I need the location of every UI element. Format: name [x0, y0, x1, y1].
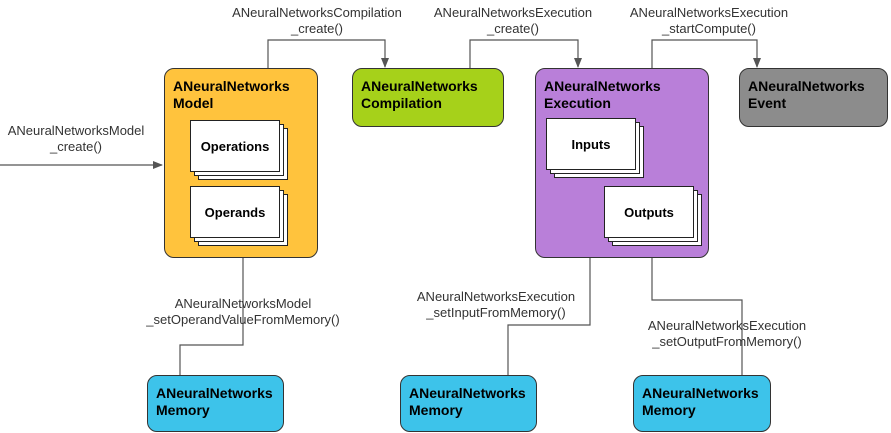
operands-card-front: [190, 186, 280, 238]
label-set-input-line2: _setInputFromMemory(): [426, 305, 566, 320]
label-compilation-create: ANeuralNetworksCompilation _create(): [232, 5, 402, 37]
compilation-box[interactable]: ANeuralNetworks Compilation: [352, 68, 504, 127]
inputs-card-label: Inputs: [571, 136, 611, 152]
label-start-compute-line1: ANeuralNetworksExecution: [629, 5, 789, 20]
memory-box-input-title-line2: Memory: [409, 402, 463, 418]
arrow-compilation-create: [267, 39, 389, 68]
label-set-operand-value-line2: _setOperandValueFromMemory(): [146, 312, 340, 327]
label-execution-create-line2: _create(): [486, 21, 540, 36]
label-set-operand-value-line1: ANeuralNetworksModel: [174, 296, 312, 311]
memory-box-output-title-line2: Memory: [642, 402, 696, 418]
arrow-start-compute: [651, 39, 761, 68]
label-set-output-line2: _setOutputFromMemory(): [652, 334, 802, 349]
label-set-output-line1: ANeuralNetworksExecution: [647, 318, 807, 333]
label-compilation-create-line1: ANeuralNetworksCompilation: [232, 5, 402, 20]
label-compilation-create-line2: _create(): [290, 21, 344, 36]
event-box-title-line2: Event: [748, 95, 787, 111]
operations-card-front: [190, 120, 280, 172]
label-set-output: ANeuralNetworksExecution _setOutputFromM…: [648, 318, 806, 350]
arrow-set-output: [648, 240, 743, 375]
event-box-title-line1: ANeuralNetworks: [748, 78, 865, 94]
compilation-box-title-line2: Compilation: [361, 95, 442, 111]
inputs-card-front: [546, 118, 636, 170]
model-box-title-line2: Model: [173, 95, 214, 111]
label-set-operand-value: ANeuralNetworksModel _setOperandValueFro…: [146, 296, 339, 328]
arrow-set-operand-value: [179, 245, 247, 375]
memory-box-model-title-line2: Memory: [156, 402, 210, 418]
execution-box-title-line2: Execution: [544, 95, 611, 111]
execution-box-title-line1: ANeuralNetworks: [544, 78, 661, 94]
operands-card-stack[interactable]: Operands: [190, 186, 296, 248]
label-set-input-line1: ANeuralNetworksExecution: [416, 289, 576, 304]
label-model-create-line1: ANeuralNetworksModel: [7, 123, 145, 138]
memory-box-output[interactable]: ANeuralNetworks Memory: [633, 375, 771, 432]
inputs-card-stack[interactable]: Inputs: [546, 118, 652, 180]
memory-box-input[interactable]: ANeuralNetworks Memory: [400, 375, 537, 432]
label-start-compute-line2: _startCompute(): [662, 21, 756, 36]
memory-box-output-title-line1: ANeuralNetworks: [642, 385, 759, 401]
label-execution-create-line1: ANeuralNetworksExecution: [433, 5, 593, 20]
operands-card-label: Operands: [204, 204, 266, 220]
operations-card-label: Operations: [200, 138, 270, 154]
memory-box-model-title-line1: ANeuralNetworks: [156, 385, 273, 401]
label-start-compute: ANeuralNetworksExecution _startCompute(): [630, 5, 788, 37]
model-box-title-line1: ANeuralNetworks: [173, 78, 290, 94]
operations-card-stack[interactable]: Operations: [190, 120, 296, 182]
label-model-create-line2: _create(): [49, 139, 103, 154]
label-set-input: ANeuralNetworksExecution _setInputFromMe…: [417, 289, 575, 321]
memory-box-model[interactable]: ANeuralNetworks Memory: [147, 375, 284, 432]
outputs-card-label: Outputs: [624, 204, 674, 220]
arrow-execution-create: [469, 39, 582, 68]
label-model-create: ANeuralNetworksModel _create(): [8, 123, 145, 155]
outputs-card-stack[interactable]: Outputs: [604, 186, 710, 248]
memory-box-input-title-line1: ANeuralNetworks: [409, 385, 526, 401]
outputs-card-front: [604, 186, 694, 238]
event-box[interactable]: ANeuralNetworks Event: [739, 68, 888, 127]
compilation-box-title-line1: ANeuralNetworks: [361, 78, 478, 94]
label-execution-create: ANeuralNetworksExecution _create(): [434, 5, 592, 37]
